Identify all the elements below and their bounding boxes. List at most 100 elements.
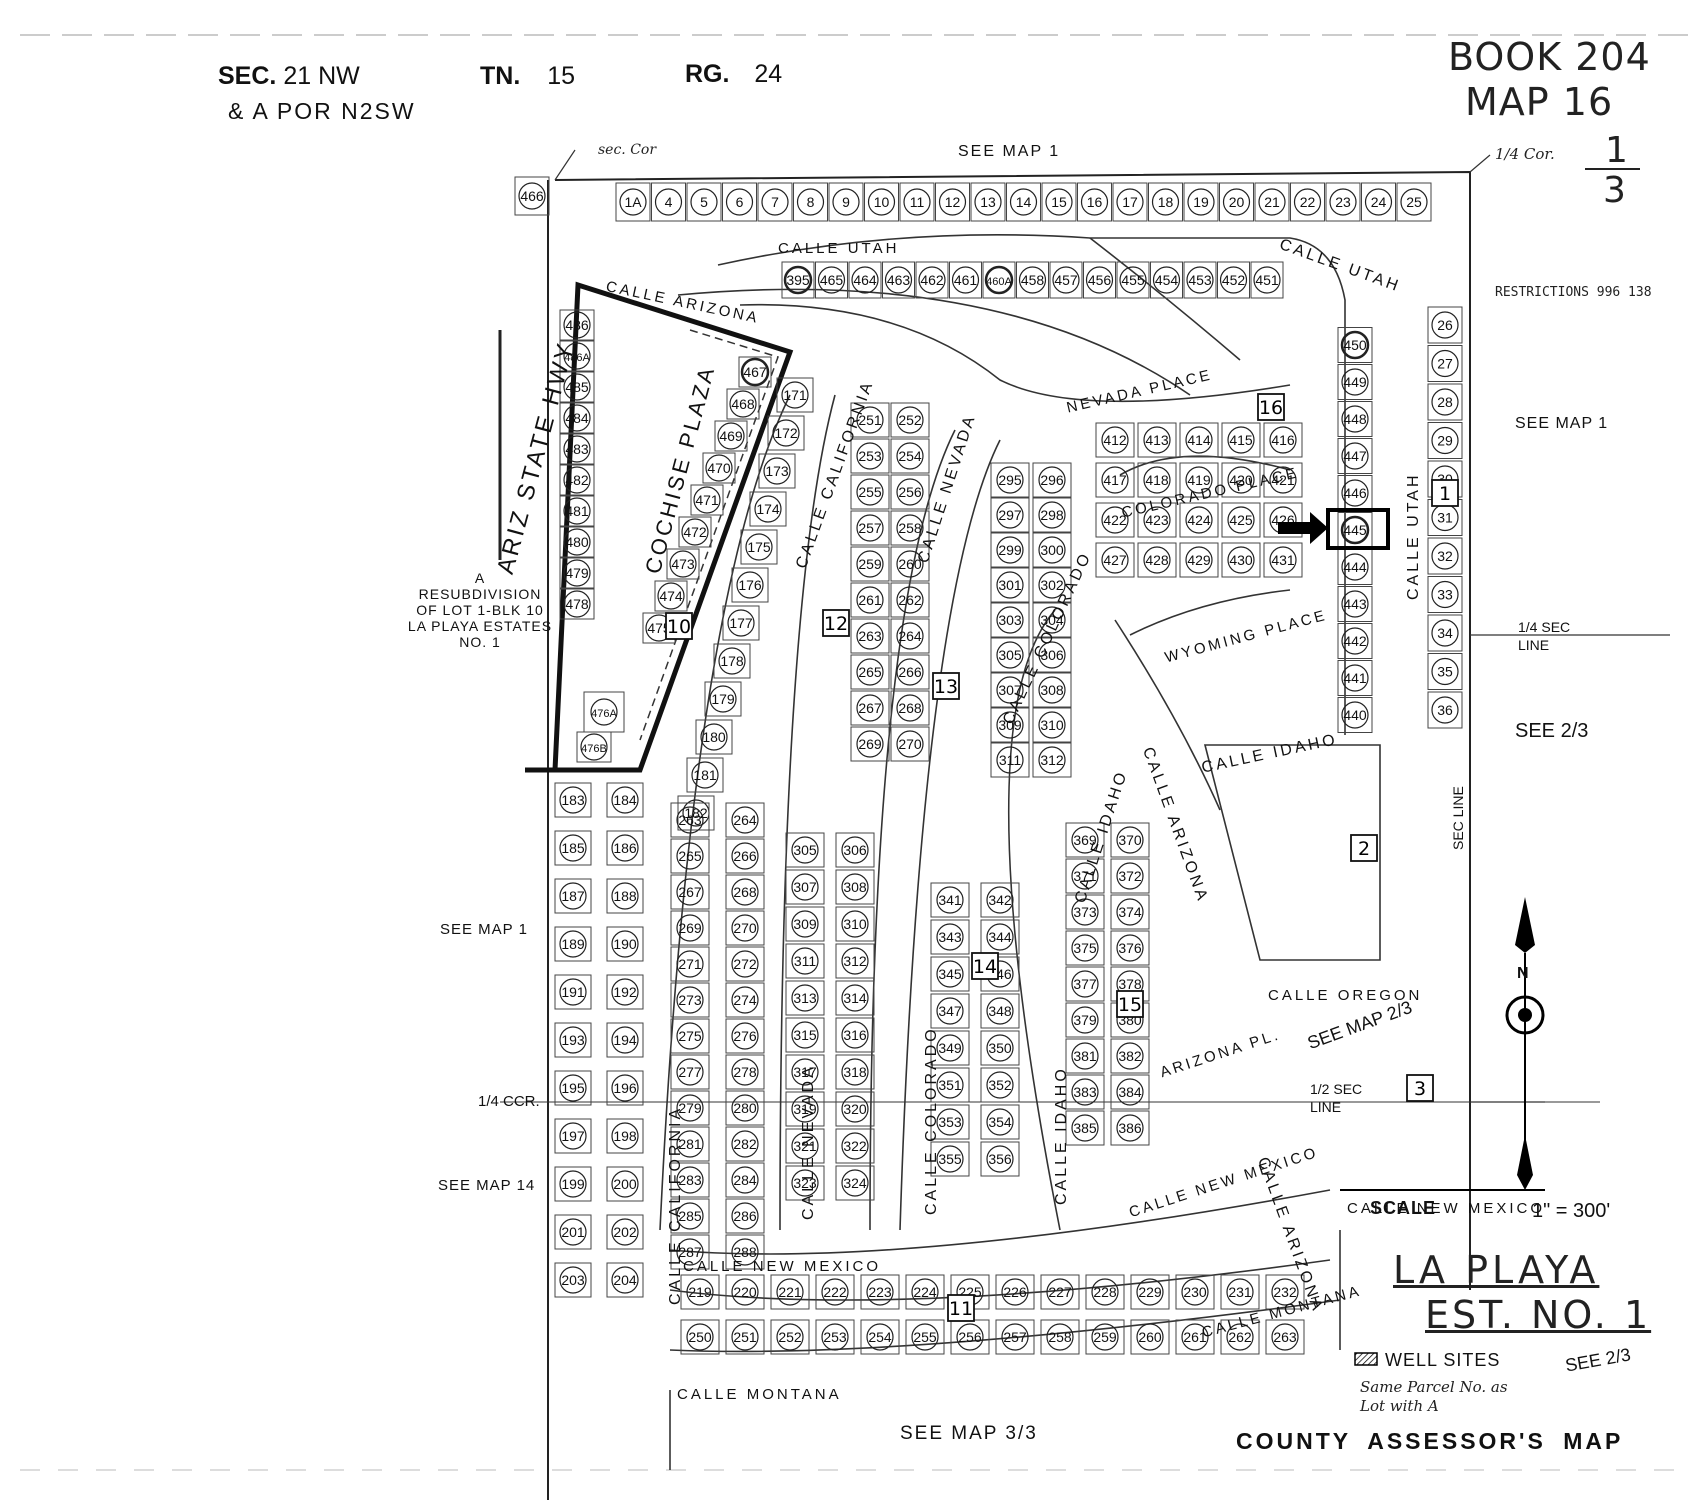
- parcel-322[interactable]: 322: [835, 1128, 875, 1164]
- parcel-258[interactable]: 258: [890, 510, 930, 546]
- parcel-259[interactable]: 259: [1085, 1319, 1125, 1355]
- parcel-36[interactable]: 36: [1427, 691, 1463, 729]
- parcel-230[interactable]: 230: [1175, 1274, 1215, 1310]
- parcel-13[interactable]: 13: [970, 182, 1006, 222]
- see-map-top[interactable]: SEE MAP 1: [958, 143, 1061, 160]
- parcel-261[interactable]: 261: [850, 582, 890, 618]
- parcel-482[interactable]: 482: [559, 464, 595, 496]
- parcel-174[interactable]: 174: [749, 491, 787, 527]
- parcel-386[interactable]: 386: [1110, 1110, 1150, 1146]
- parcel-196[interactable]: 196: [606, 1070, 644, 1106]
- parcel-310[interactable]: 310: [835, 906, 875, 942]
- parcel-272[interactable]: 272: [725, 946, 765, 982]
- see-2-3-a[interactable]: SEE 2/3: [1515, 720, 1589, 742]
- parcel-269[interactable]: 269: [850, 726, 890, 762]
- parcel-430[interactable]: 430: [1221, 542, 1261, 578]
- see-map-left-1[interactable]: SEE MAP 1: [440, 921, 528, 938]
- parcel-257[interactable]: 257: [850, 510, 890, 546]
- parcel-310[interactable]: 310: [1032, 707, 1072, 743]
- parcel-467[interactable]: 467: [738, 356, 772, 388]
- parcel-273[interactable]: 273: [670, 982, 710, 1018]
- parcel-429[interactable]: 429: [1179, 542, 1219, 578]
- parcel-298[interactable]: 298: [1032, 497, 1072, 533]
- parcel-269[interactable]: 269: [670, 910, 710, 946]
- parcel-464[interactable]: 464: [848, 261, 882, 299]
- parcel-441[interactable]: 441: [1337, 660, 1373, 696]
- parcel-25[interactable]: 25: [1396, 182, 1432, 222]
- parcel-284[interactable]: 284: [725, 1162, 765, 1198]
- parcel-427[interactable]: 427: [1095, 542, 1135, 578]
- parcel-412[interactable]: 412: [1095, 422, 1135, 458]
- parcel-220[interactable]: 220: [725, 1274, 765, 1310]
- parcel-301[interactable]: 301: [990, 567, 1030, 603]
- parcel-347[interactable]: 347: [930, 993, 970, 1029]
- parcel-424[interactable]: 424: [1179, 502, 1219, 538]
- parcel-26[interactable]: 26: [1427, 306, 1463, 344]
- parcel-305[interactable]: 305: [990, 637, 1030, 673]
- parcel-466[interactable]: 466: [514, 176, 550, 216]
- parcel-12[interactable]: 12: [935, 182, 970, 222]
- parcel-304[interactable]: 304: [1032, 602, 1072, 638]
- parcel-305[interactable]: 305: [785, 832, 825, 868]
- parcel-186[interactable]: 186: [606, 830, 644, 866]
- parcel-224[interactable]: 224: [905, 1274, 945, 1310]
- parcel-472[interactable]: 472: [678, 516, 712, 548]
- parcel-286[interactable]: 286: [725, 1198, 765, 1234]
- parcel-299[interactable]: 299: [990, 532, 1030, 568]
- parcel-485[interactable]: 485: [559, 371, 595, 403]
- parcel-197[interactable]: 197: [554, 1118, 592, 1154]
- parcel-414[interactable]: 414: [1179, 422, 1219, 458]
- parcel-198[interactable]: 198: [606, 1118, 644, 1154]
- parcel-469[interactable]: 469: [714, 420, 748, 452]
- parcel-32[interactable]: 32: [1427, 537, 1463, 575]
- parcel-308[interactable]: 308: [835, 869, 875, 905]
- parcel-17[interactable]: 17: [1112, 182, 1148, 222]
- parcel-16[interactable]: 16: [1077, 182, 1112, 222]
- parcel-254[interactable]: 254: [890, 438, 930, 474]
- parcel-191[interactable]: 191: [554, 974, 592, 1010]
- parcel-283[interactable]: 283: [670, 1162, 710, 1198]
- parcel-173[interactable]: 173: [758, 453, 796, 489]
- parcel-252[interactable]: 252: [770, 1319, 810, 1355]
- parcel-259[interactable]: 259: [850, 546, 890, 582]
- parcel-262[interactable]: 262: [890, 582, 930, 618]
- parcel-345[interactable]: 345: [930, 956, 970, 992]
- parcel-440[interactable]: 440: [1337, 697, 1373, 733]
- parcel-185[interactable]: 185: [554, 830, 592, 866]
- parcel-428[interactable]: 428: [1137, 542, 1177, 578]
- parcel-352[interactable]: 352: [980, 1067, 1020, 1103]
- parcel-28[interactable]: 28: [1427, 383, 1463, 421]
- parcel-378[interactable]: 378: [1110, 966, 1150, 1002]
- parcel-383[interactable]: 383: [1065, 1074, 1105, 1110]
- parcel-7[interactable]: 7: [757, 182, 793, 222]
- parcel-312[interactable]: 312: [835, 943, 875, 979]
- parcel-462[interactable]: 462: [915, 261, 949, 299]
- parcel-321[interactable]: 321: [785, 1128, 825, 1164]
- parcel-201[interactable]: 201: [554, 1214, 592, 1250]
- parcel-287[interactable]: 287: [670, 1234, 710, 1270]
- parcel-195[interactable]: 195: [554, 1070, 592, 1106]
- parcel-395[interactable]: 395: [781, 261, 815, 299]
- parcel-413[interactable]: 413: [1137, 422, 1177, 458]
- parcel-279[interactable]: 279: [670, 1090, 710, 1126]
- parcel-448[interactable]: 448: [1337, 401, 1373, 437]
- parcel-300[interactable]: 300: [1032, 532, 1072, 568]
- parcel-180[interactable]: 180: [695, 719, 733, 755]
- parcel-267[interactable]: 267: [850, 690, 890, 726]
- parcel-311[interactable]: 311: [990, 742, 1030, 778]
- parcel-24[interactable]: 24: [1361, 182, 1396, 222]
- parcel-35[interactable]: 35: [1427, 653, 1463, 690]
- parcel-421[interactable]: 421: [1263, 462, 1303, 498]
- parcel-8[interactable]: 8: [793, 182, 828, 222]
- parcel-381[interactable]: 381: [1065, 1038, 1105, 1074]
- parcel-385[interactable]: 385: [1065, 1110, 1105, 1146]
- parcel-480[interactable]: 480: [559, 526, 595, 558]
- parcel-309[interactable]: 309: [785, 906, 825, 942]
- parcel-307[interactable]: 307: [785, 869, 825, 905]
- parcel-278[interactable]: 278: [725, 1054, 765, 1090]
- parcel-384[interactable]: 384: [1110, 1074, 1150, 1110]
- parcel-23[interactable]: 23: [1325, 182, 1361, 222]
- parcel-203[interactable]: 203: [554, 1262, 592, 1298]
- parcel-267[interactable]: 267: [670, 874, 710, 910]
- parcel-354[interactable]: 354: [980, 1104, 1020, 1140]
